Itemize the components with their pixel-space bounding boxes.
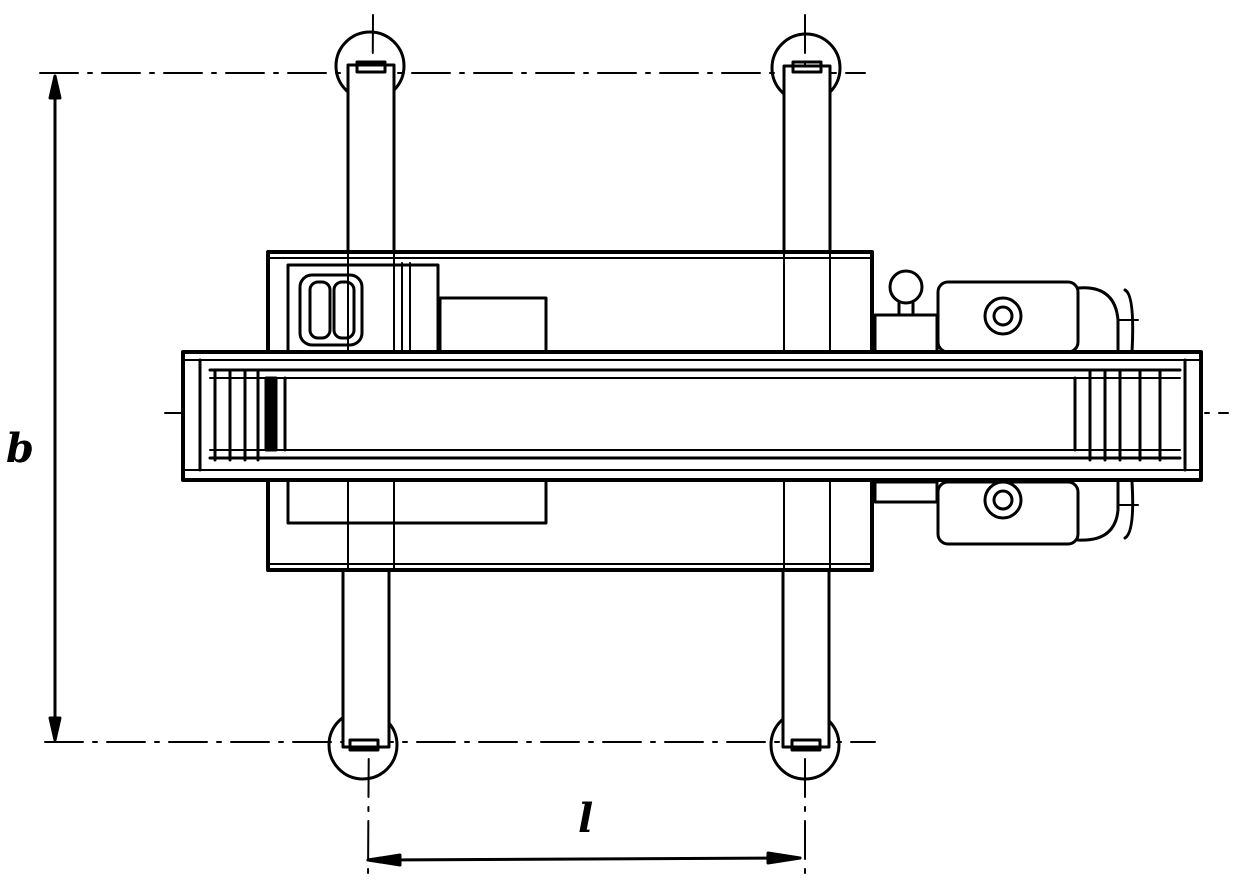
- dimension-l: [366, 851, 802, 867]
- dimension-label-b: b: [6, 425, 34, 472]
- wheel-bottom-left: [327, 563, 399, 781]
- motor-unit: [873, 269, 1139, 546]
- dimension-b: [48, 74, 62, 742]
- drum-beam: [181, 350, 1203, 482]
- wheel-top-right: [770, 32, 842, 254]
- dimension-label-l: l: [578, 795, 593, 842]
- wheel-bottom-right: [769, 563, 841, 781]
- wheel-top-left: [334, 30, 406, 255]
